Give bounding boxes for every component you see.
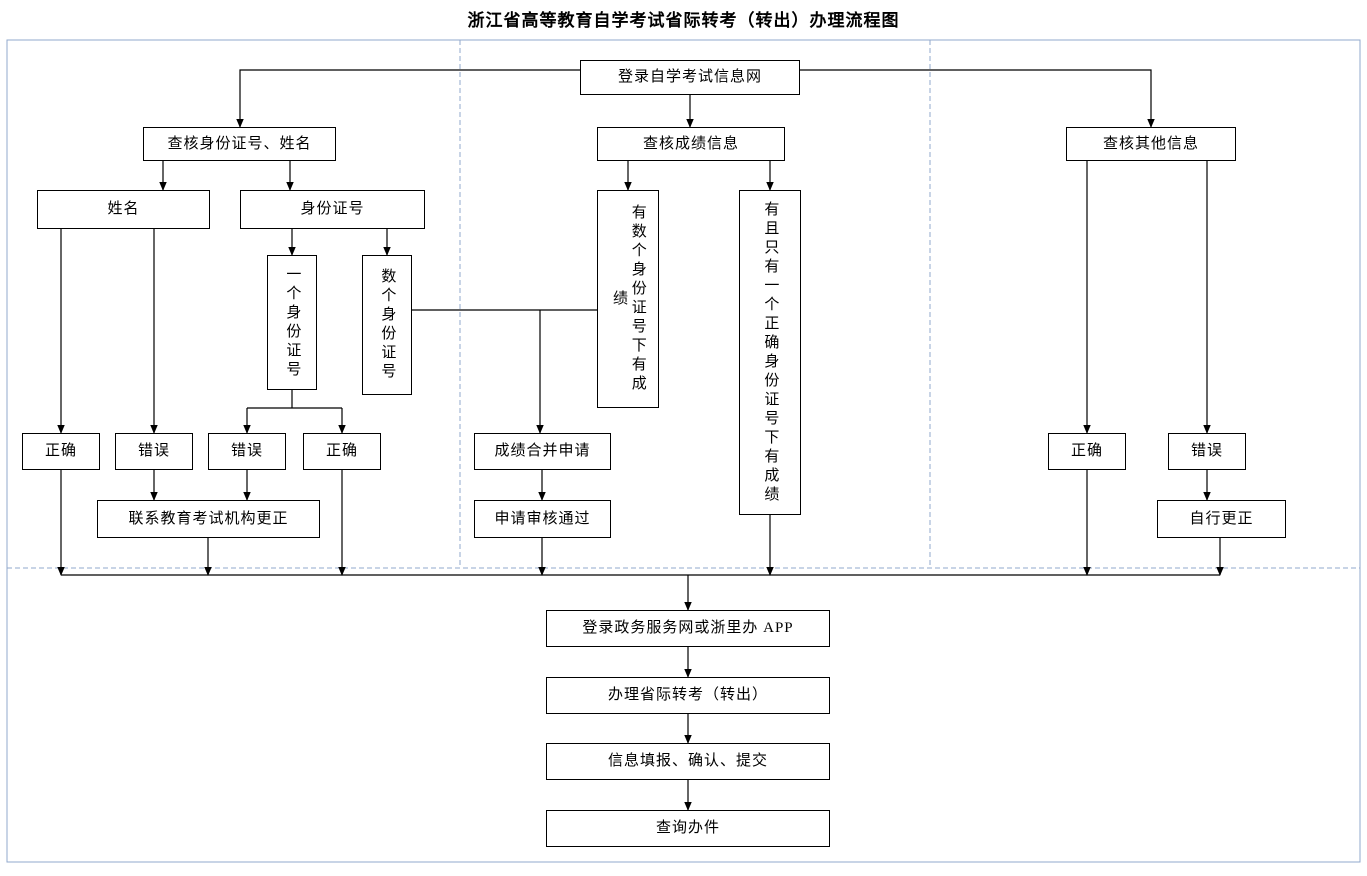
flow-arrows <box>57 69 1224 811</box>
node-other-correct: 正确 <box>1048 433 1126 470</box>
node-fill-confirm-submit: 信息填报、确认、提交 <box>546 743 830 780</box>
node-contact-fix: 联系教育考试机构更正 <box>97 500 320 538</box>
node-login-portal: 登录自学考试信息网 <box>580 60 800 95</box>
node-name: 姓名 <box>37 190 210 229</box>
node-id-number: 身份证号 <box>240 190 425 229</box>
node-check-scores: 查核成绩信息 <box>597 127 785 161</box>
node-self-fix: 自行更正 <box>1157 500 1286 538</box>
node-login-gov: 登录政务服务网或浙里办 APP <box>546 610 830 647</box>
node-check-other: 查核其他信息 <box>1066 127 1236 161</box>
node-check-id-name: 查核身份证号、姓名 <box>143 127 336 161</box>
node-scores-under-single-id: 有且只有一个正确身份证号下有成绩 <box>739 190 801 515</box>
node-one-id: 一个身份证号 <box>267 255 317 390</box>
chart-frame <box>6 39 1361 863</box>
node-one-id-correct: 正确 <box>303 433 381 470</box>
page-title: 浙江省高等教育自学考试省际转考（转出）办理流程图 <box>467 11 900 30</box>
node-scores-under-multiple-ids: 有数个身份证号下有成绩 <box>597 190 659 408</box>
node-other-wrong: 错误 <box>1168 433 1246 470</box>
node-name-wrong: 错误 <box>115 433 193 470</box>
node-merge-application: 成绩合并申请 <box>474 433 611 470</box>
node-multiple-ids: 数个身份证号 <box>362 255 412 395</box>
node-one-id-wrong: 错误 <box>208 433 286 470</box>
node-query-progress: 查询办件 <box>546 810 830 847</box>
node-name-correct: 正确 <box>22 433 100 470</box>
node-handle-transfer: 办理省际转考（转出） <box>546 677 830 714</box>
node-application-approved: 申请审核通过 <box>474 500 611 538</box>
